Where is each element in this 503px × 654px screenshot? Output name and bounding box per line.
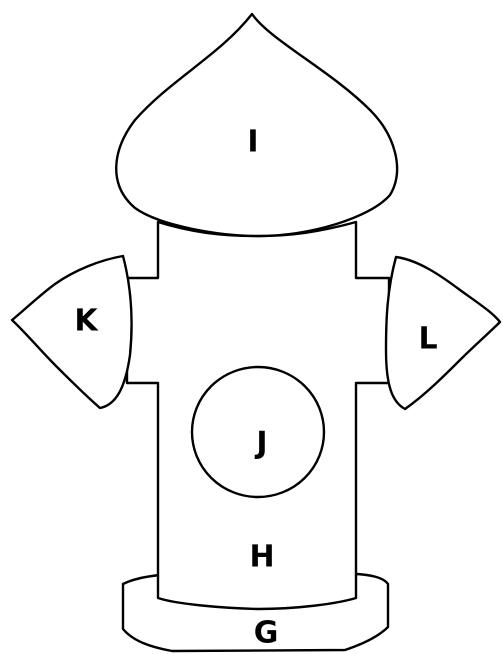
label-g: G <box>254 616 279 651</box>
right-nozzle-part-l <box>386 257 500 409</box>
label-h: H <box>249 540 274 575</box>
left-nozzle-part-k <box>12 256 132 408</box>
label-l: L <box>418 322 437 357</box>
label-k: K <box>74 304 99 339</box>
label-j: J <box>254 426 267 461</box>
label-i: I <box>247 125 258 160</box>
